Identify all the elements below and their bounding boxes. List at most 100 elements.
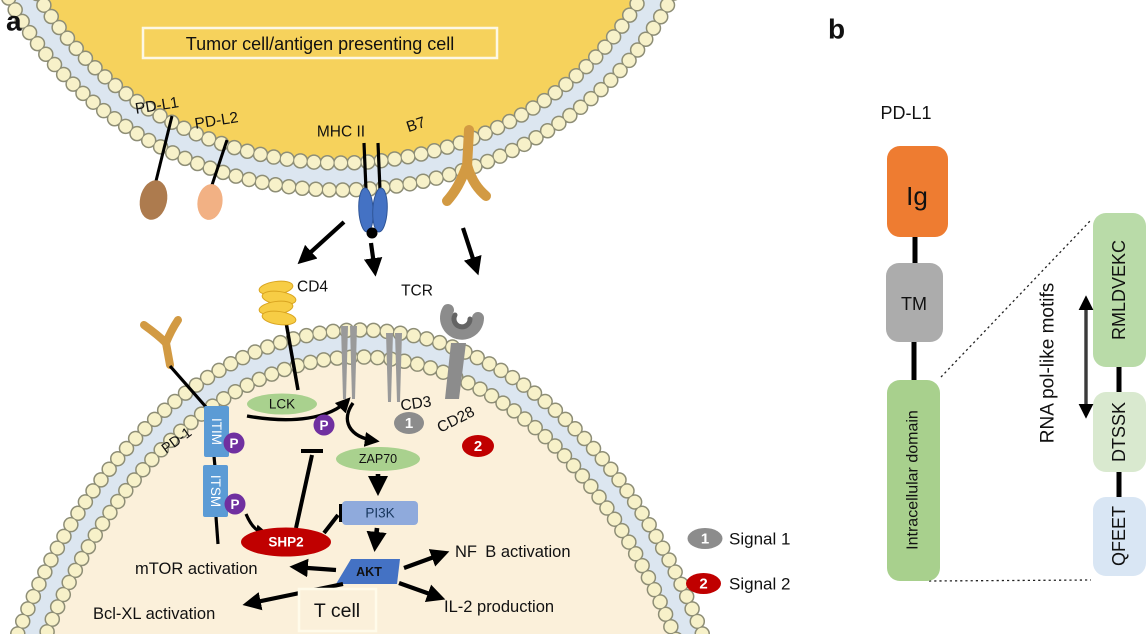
tcr-cup [440, 304, 484, 340]
tumor-title-box [141, 26, 499, 60]
tcr-receptor: TCR [401, 283, 484, 399]
cd4-helix-icon [261, 310, 297, 326]
arrow-lck-to-cd3 [246, 397, 351, 422]
cd3-chains [341, 326, 402, 402]
motif-dtssk-label: DTSSK [1109, 402, 1129, 462]
ig-domain-box [887, 146, 948, 237]
phospho-icon [223, 432, 245, 454]
phospho-label: P [230, 497, 239, 512]
icd-domain-label: Intracellular domain [905, 410, 922, 550]
motif-rmldvekc-label: RMLDVEKC [1109, 240, 1129, 340]
arrow-mhc-to-tcr [363, 242, 383, 277]
legend-signal2-label: Signal 2 [729, 575, 790, 594]
signal1-badge-num: 1 [405, 415, 413, 432]
mhc2-complex: MHC II [317, 124, 388, 239]
itsm-box [203, 465, 228, 517]
phospho-label: P [319, 418, 328, 433]
pi3k-node [342, 501, 418, 525]
legend-signal2-num: 2 [699, 576, 707, 593]
t-cell-name-label: T cell [314, 600, 360, 622]
pd1-tail-lower [214, 516, 220, 545]
shp2-node [241, 527, 331, 557]
legend-signal2-icon [686, 573, 721, 594]
pdl1-head-icon [139, 180, 168, 220]
lck-node [247, 393, 317, 415]
arrow-akt-to-il2 [398, 581, 446, 603]
t-cell-membrane-inner-beads [39, 350, 681, 634]
pd1-arm-left [140, 321, 170, 347]
t-cell-membrane-outer-beads [11, 323, 709, 634]
arrow-mhc-to-cd4 [297, 220, 346, 265]
icd-domain-box [887, 380, 940, 581]
t-cell-membrane-band [17, 330, 703, 634]
pdl1-ligand: PD-L1 [134, 94, 180, 220]
signal2-badge-num: 2 [474, 438, 482, 455]
motif-rmldvekc-box [1093, 213, 1146, 367]
pdl1-stalk [154, 115, 174, 182]
dotted-map-top [940, 219, 1092, 378]
cd4-stalk [284, 321, 300, 391]
legend-signal1-icon [687, 528, 723, 549]
tumor-cell: Tumor cell/antigen presenting cell [1, 0, 679, 198]
inhibit-shp2-tcr-line [294, 454, 314, 529]
akt-node [336, 559, 400, 584]
panel-a-label: a [6, 6, 22, 37]
pdl2-label: PD-L2 [193, 109, 239, 133]
tm-domain-label: TM [901, 294, 927, 314]
tumor-membrane-inner-beads [33, 0, 647, 170]
b7-ligand: B7 [404, 114, 491, 206]
b7-label: B7 [404, 114, 427, 136]
mhc2-label: MHC II [317, 124, 365, 141]
zap70-label: ZAP70 [359, 452, 397, 466]
mtor-activation-label: mTOR activation [135, 560, 258, 578]
mhc2-stalk-left [362, 142, 368, 191]
motif-qfeet-label: QFEET [1109, 506, 1129, 566]
cd3-chain-icon [395, 333, 402, 402]
shp2-label: SHP2 [268, 535, 303, 550]
pd1-arm-right [162, 316, 182, 347]
tumor-membrane-outer-beads [2, 0, 678, 197]
tcr-label: TCR [401, 283, 433, 300]
dotted-map-bottom [928, 579, 1092, 582]
cd3-label: CD3 [399, 393, 432, 414]
cd3-chain-icon [350, 326, 357, 399]
phospho-marks: P P P [223, 414, 335, 515]
tumor-title: Tumor cell/antigen presenting cell [186, 34, 454, 54]
inhibit-shp2-pi3k-line [322, 513, 340, 535]
t-cell [9, 322, 711, 634]
il2-production-label: IL-2 production [444, 598, 554, 616]
panel-b-label: b [828, 14, 845, 45]
legend-signal1-num: 1 [701, 531, 709, 548]
itim-box [204, 406, 229, 457]
tumor-membrane-band [9, 0, 671, 190]
signal1-badge-icon [394, 412, 424, 434]
phospho-label: P [229, 436, 238, 451]
arrow-pi3k-to-akt [366, 527, 387, 553]
tcr-cup-inner [451, 312, 473, 330]
cd3-chain-icon [341, 326, 348, 399]
mhc2-domain-right-icon [372, 187, 388, 233]
pdl2-stalk [209, 139, 229, 189]
cd3-chain-icon [386, 333, 393, 402]
tm-domain-box [886, 263, 943, 342]
lck-label: LCK [269, 397, 295, 412]
cd4-receptor: CD4 [258, 279, 328, 391]
itim-label: ITIM [209, 418, 224, 445]
arrow-akt-to-bclxl [242, 581, 344, 611]
signal2-badge-icon [462, 435, 494, 457]
nfkb-activation-label: NF B activation [455, 543, 571, 561]
legend-signal1-label: Signal 1 [729, 530, 790, 549]
motif-qfeet-box [1093, 497, 1146, 576]
arrow-b7-to-cd28 [461, 227, 482, 276]
motif-dtssk-box [1093, 392, 1146, 472]
signal-legend: 1 Signal 1 2 Signal 2 [686, 528, 790, 594]
cd4-label: CD4 [297, 279, 328, 296]
mhc2-stalk-right [376, 142, 382, 191]
pdl2-ligand: PD-L2 [193, 109, 240, 220]
arrow-cd3-to-zap70 [345, 402, 380, 447]
b7-arm-right [462, 160, 491, 201]
t-cell-name-box [297, 587, 378, 633]
pdl1-structure-title: PD-L1 [880, 103, 931, 123]
